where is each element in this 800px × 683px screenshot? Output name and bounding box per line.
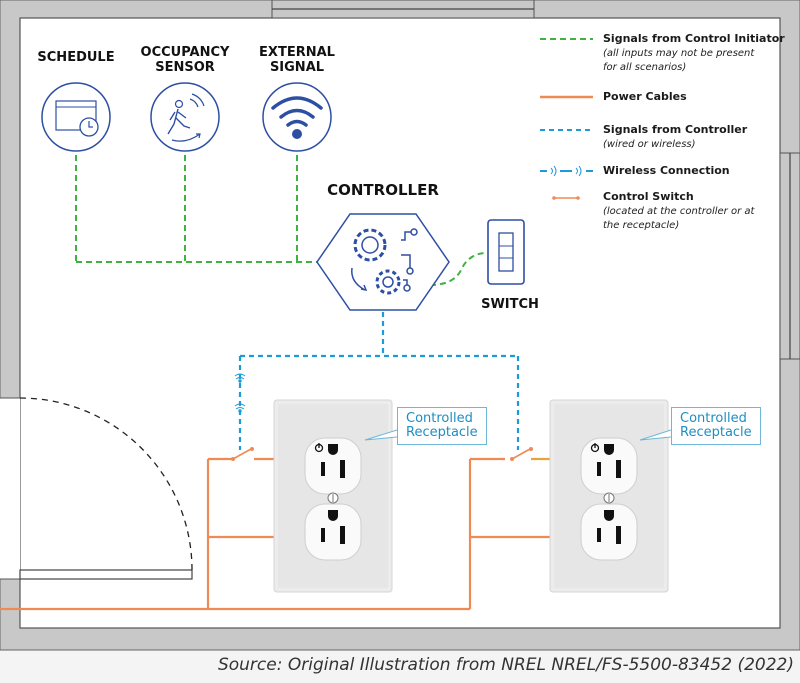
schedule-label: SCHEDULE: [37, 50, 115, 65]
wireless-icon: [234, 403, 246, 413]
receptacle-plate-1: [273, 399, 393, 593]
top-window: [271, 0, 535, 19]
receptacle-plate-2: [549, 399, 669, 593]
right-window: [779, 152, 800, 360]
wall-switch-icon: [487, 219, 525, 285]
occupancy-sensor-icon: [150, 82, 220, 152]
callout-pointer-2: [639, 429, 672, 441]
callout-pointer-1: [364, 429, 398, 441]
legend-item-controller-signals: Signals from Controller: [603, 123, 748, 136]
wireless-icon: [234, 373, 246, 383]
door: [19, 397, 193, 580]
control-switch-2: [510, 447, 533, 461]
switch-label: SWITCH: [481, 297, 539, 312]
source-caption: Source: Original Illustration from NREL …: [217, 655, 794, 675]
legend-item-control-switch: Control Switch: [603, 190, 694, 203]
legend-item-power-cables: Power Cables: [603, 90, 687, 103]
wifi-signal-icon: [262, 82, 332, 152]
door-opening: [0, 398, 20, 579]
controller-label: CONTROLLER: [327, 181, 439, 199]
schedule-icon: [41, 82, 111, 152]
power-cables: [0, 457, 552, 611]
control-switch-1: [231, 447, 254, 461]
initiator-signal-lines: [75, 155, 488, 286]
controller-signal-lines: [238, 312, 520, 450]
controller-gears-icon: [316, 213, 450, 311]
legend-swatches: [540, 38, 593, 200]
legend-item-controller-note: (wired or wireless): [603, 139, 696, 150]
legend-item-initiator-signals: Signals from Control Initiator: [603, 32, 785, 45]
legend-item-wireless: Wireless Connection: [603, 164, 730, 177]
switch-signal-line: [429, 252, 488, 286]
